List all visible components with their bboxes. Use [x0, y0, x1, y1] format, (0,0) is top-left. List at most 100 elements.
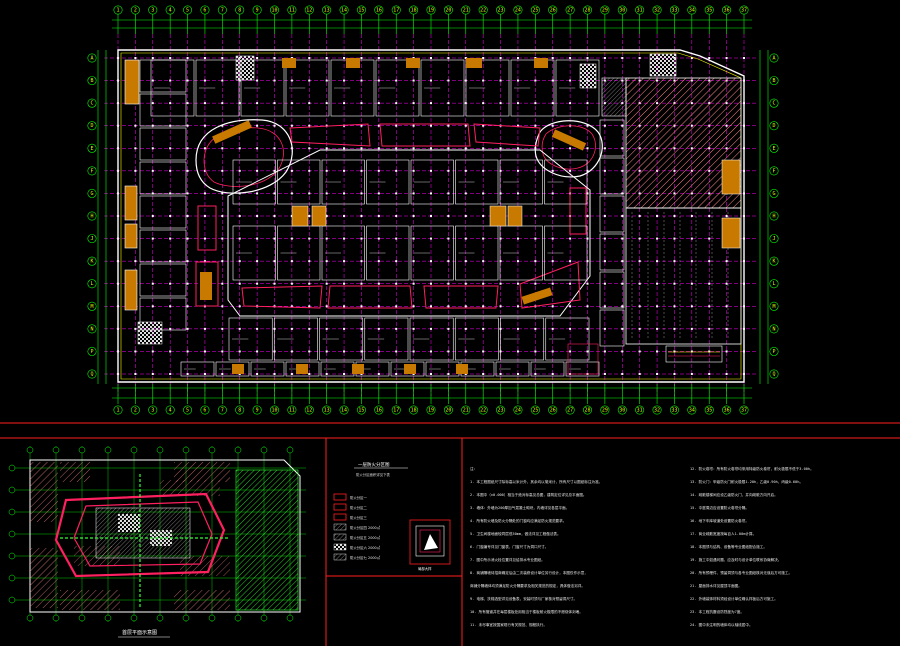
svg-text:37: 37 [741, 8, 747, 14]
svg-text:24: 24 [515, 8, 521, 14]
axis-bubble: 16 [374, 5, 384, 15]
legend-item: 防火分区五 2000㎡ [333, 533, 381, 541]
svg-text:6: 6 [203, 8, 206, 14]
shop-units [139, 59, 729, 377]
shop-unit [530, 361, 565, 377]
axis-bubble: Q [87, 369, 97, 379]
note-line: 24. 图中未注明的墙体均以轴线居中。 [690, 622, 753, 627]
fire-zone-legend: 一层防火分区图 防火分区面积详见下表 防火分区一防火分区二防火分区三防火分区四 … [333, 461, 451, 571]
svg-text:33: 33 [671, 8, 677, 14]
shop-unit [565, 361, 600, 377]
axis-bubble: 28 [582, 405, 592, 415]
axis-bubble: 3 [148, 5, 158, 15]
svg-text:34: 34 [689, 8, 695, 14]
svg-text:31: 31 [637, 408, 643, 414]
svg-text:4: 4 [169, 8, 172, 14]
svg-text:11: 11 [289, 408, 295, 414]
svg-text:5: 5 [186, 8, 189, 14]
axis-bubble: 11 [287, 405, 297, 415]
main-floor-plan: 1122334455667788991010111112121313141415… [87, 5, 779, 415]
shop-unit [455, 225, 499, 281]
shop-unit [454, 317, 499, 361]
svg-text:26: 26 [550, 408, 556, 414]
svg-text:13: 13 [324, 408, 330, 414]
svg-text:35: 35 [706, 8, 712, 14]
legend-item-label: 防火分区六 2000㎡ [350, 545, 381, 550]
axis-bubble: H [769, 211, 779, 221]
svg-text:24: 24 [515, 408, 521, 414]
shop-unit [232, 225, 276, 281]
svg-text:L: L [90, 281, 93, 287]
note-line: 18. 本图须与结构、设备等专业图纸配合施工。 [690, 544, 767, 549]
axis-bubble: 29 [600, 5, 610, 15]
axis-bubble: 27 [565, 405, 575, 415]
svg-text:F: F [90, 168, 93, 174]
legend-item-label: 防火分区一 [350, 495, 368, 500]
shop-unit [544, 225, 588, 281]
shop-unit [555, 59, 600, 117]
axis-bubble: 35 [704, 405, 714, 415]
axis-bubble: E [769, 143, 779, 153]
stair-cores [124, 53, 741, 374]
svg-text:27: 27 [567, 408, 573, 414]
axis-bubble: 8 [235, 5, 245, 15]
svg-text:G: G [772, 191, 775, 197]
svg-text:Q: Q [90, 372, 93, 378]
note-line: 2. 本图中（±0.000）相当于绝对标高见总图，建筑定位详见总平面图。 [470, 492, 587, 497]
note-line: 4. 所有防火墙及防火分隔处的门窗均应满足防火规范要求。 [470, 518, 566, 523]
axis-bubble: 26 [548, 405, 558, 415]
svg-text:7: 7 [221, 8, 224, 14]
shop-unit [250, 361, 285, 377]
axis-bubble: G [769, 188, 779, 198]
note-line: 17. 商业疏散宽度按每百人1.00m计算。 [690, 531, 756, 536]
svg-text:8: 8 [238, 8, 241, 14]
axis-bubble: 34 [687, 5, 697, 15]
axis-bubble: 19 [426, 5, 436, 15]
axis-bubble: N [769, 324, 779, 334]
axis-bubble: 36 [722, 405, 732, 415]
axis-bubble: 9 [252, 5, 262, 15]
mall-corridor-loop [227, 149, 591, 317]
svg-text:14: 14 [341, 8, 347, 14]
shop-unit [273, 317, 318, 361]
axis-bubble: 32 [652, 405, 662, 415]
svg-text:5: 5 [186, 408, 189, 414]
svg-text:30: 30 [619, 408, 625, 414]
detail-callout: 局部大样 [409, 519, 451, 571]
shop-unit [390, 361, 425, 377]
shop-unit [495, 361, 530, 377]
svg-text:P: P [90, 349, 93, 355]
axis-bubble: 26 [548, 5, 558, 15]
axis-bubble: 10 [269, 405, 279, 415]
axis-bubble: 27 [565, 5, 575, 15]
note-line: 6. 门窗编号详见门窗表，门窗尺寸为洞口尺寸。 [470, 544, 548, 549]
shop-unit [465, 59, 510, 117]
axis-bubble: 21 [461, 5, 471, 15]
svg-text:21: 21 [463, 408, 469, 414]
svg-text:L: L [772, 281, 775, 287]
shop-unit [228, 317, 273, 361]
shop-unit [139, 195, 187, 229]
axis-bubble: 18 [409, 5, 419, 15]
legend-item-label: 防火分区七 2000㎡ [350, 555, 381, 560]
svg-text:1: 1 [116, 408, 119, 414]
svg-text:E: E [90, 146, 93, 152]
svg-text:A: A [90, 56, 93, 62]
svg-text:P: P [772, 349, 775, 355]
shop-unit [139, 59, 187, 93]
key-plan: 首层平面示意图 [8, 446, 306, 638]
axis-bubble: F [87, 166, 97, 176]
svg-text:30: 30 [619, 8, 625, 14]
axis-bubble: 16 [374, 405, 384, 415]
shop-unit [409, 317, 454, 361]
svg-text:29: 29 [602, 8, 608, 14]
svg-text:18: 18 [411, 8, 417, 14]
legend-item-label: 防火分区四 2000㎡ [350, 525, 381, 530]
svg-text:23: 23 [498, 408, 504, 414]
shop-unit [545, 317, 590, 361]
shop-unit [499, 159, 543, 205]
axis-bubble: 4 [165, 405, 175, 415]
axis-bubble: 28 [582, 5, 592, 15]
axis-bubble: 30 [617, 5, 627, 15]
